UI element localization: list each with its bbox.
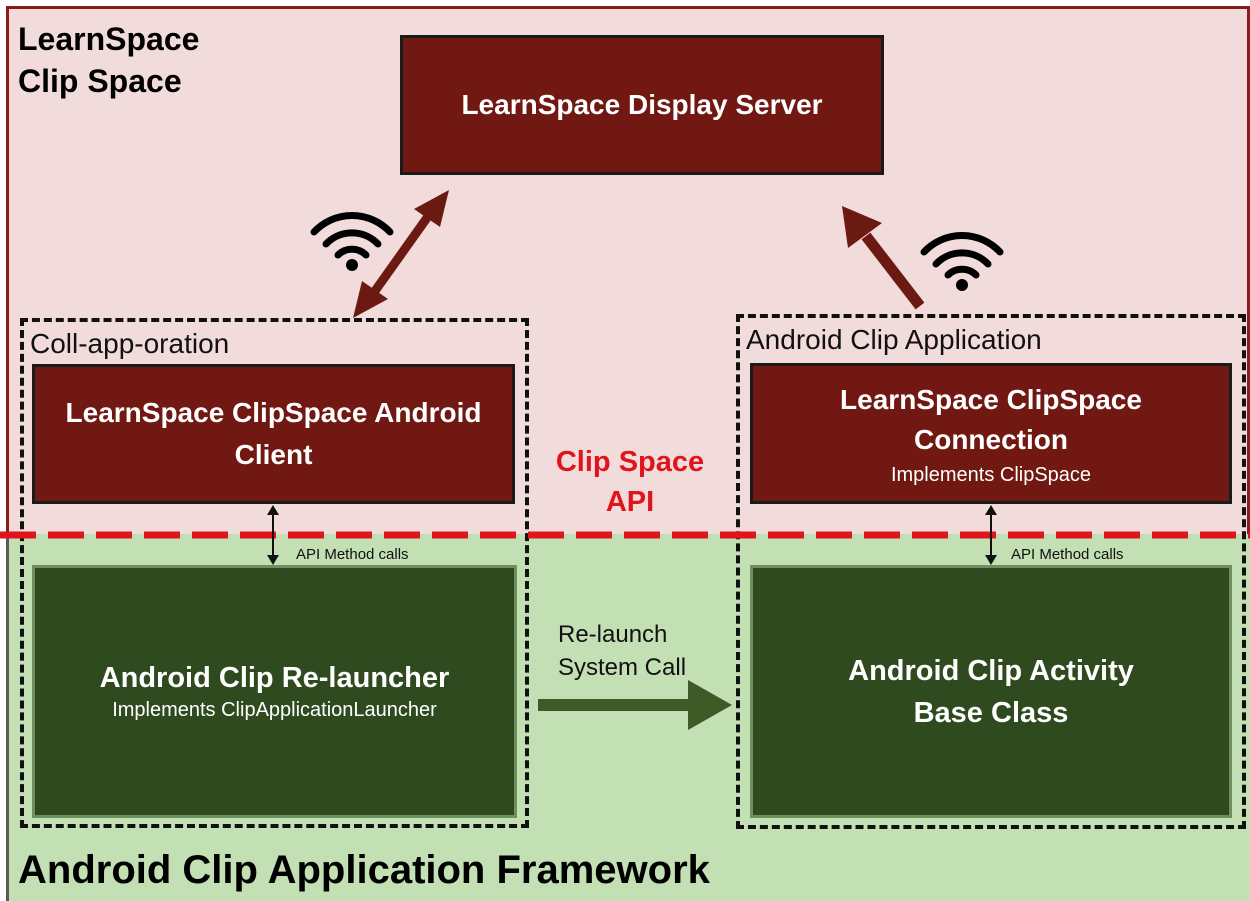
- clip-activity-base-class-box: Android Clip Activity Base Class: [750, 565, 1232, 818]
- coll-app-oration-label: Coll-app-oration: [30, 328, 230, 359]
- client-box-line-1: LearnSpace ClipSpace Android: [65, 397, 482, 428]
- client-box-line-2: Client: [234, 439, 313, 470]
- relaunch-label-line-2: System Call: [558, 654, 687, 681]
- left-api-calls-label: API Method calls: [296, 546, 409, 563]
- wifi-icon: [310, 212, 394, 271]
- relaunch-arrow: [538, 680, 732, 730]
- relauncher-title: Android Clip Re-launcher: [99, 661, 450, 694]
- connection-server-network-arrow: [842, 206, 925, 310]
- connection-box-line-1: LearnSpace ClipSpace: [840, 383, 1142, 415]
- display-server-label: LearnSpace Display Server: [461, 89, 823, 120]
- android-clip-application-label: Android Clip Application: [746, 324, 1042, 355]
- clip-relauncher-box: Android Clip Re-launcher Implements Clip…: [32, 565, 517, 818]
- android-clip-application-group: [736, 314, 1246, 829]
- region-title-line-1: LearnSpace: [18, 21, 200, 57]
- left-api-call-arrow: [267, 505, 279, 565]
- clipspace-android-client-box: LearnSpace ClipSpace Android Client: [32, 364, 515, 504]
- region-title-line-2: Clip Space: [18, 63, 182, 99]
- connection-box-subtitle: Implements ClipSpace: [890, 463, 1092, 486]
- clipspace-connection-box: LearnSpace ClipSpace Connection Implemen…: [750, 363, 1232, 504]
- display-server-box: LearnSpace Display Server: [400, 35, 884, 175]
- activity-box-line-2: Base Class: [913, 696, 1069, 729]
- relaunch-system-call-label: Re-launch System Call: [558, 618, 686, 684]
- wifi-icon: [920, 232, 1004, 291]
- clip-space-api-label: Clip Space API: [540, 442, 720, 522]
- activity-box-line-1: Android Clip Activity: [848, 654, 1134, 687]
- relaunch-label-line-1: Re-launch: [558, 621, 668, 648]
- android-framework-title: Android Clip Application Framework: [18, 848, 710, 892]
- api-label-line-2: API: [605, 486, 655, 518]
- right-api-calls-label: API Method calls: [1011, 546, 1124, 563]
- connection-box-line-2: Connection: [914, 423, 1068, 455]
- coll-app-oration-group: [20, 318, 529, 828]
- relauncher-subtitle: Implements ClipApplicationLauncher: [112, 698, 437, 721]
- api-label-line-1: Clip Space: [555, 446, 705, 478]
- client-server-network-arrow: [353, 190, 449, 318]
- right-api-call-arrow: [985, 505, 997, 565]
- learnspace-region-title: LearnSpace Clip Space: [18, 18, 199, 102]
